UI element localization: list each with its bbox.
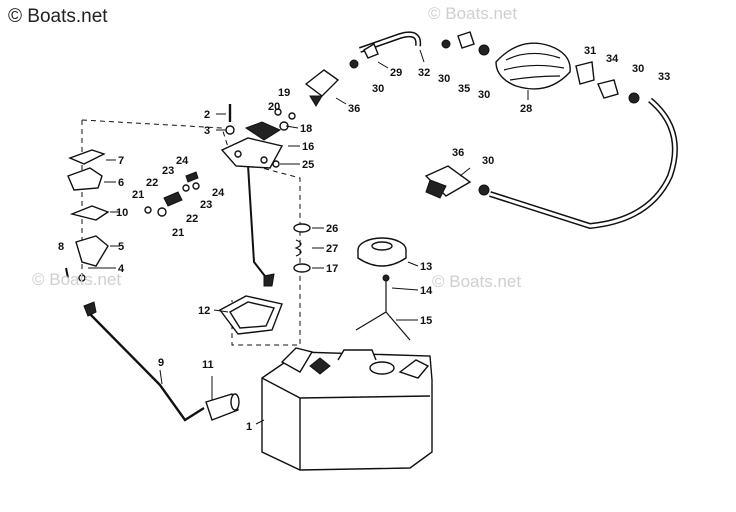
part-6 (67, 167, 103, 191)
callout: 24 (212, 187, 225, 199)
callout: 26 (326, 223, 338, 235)
part-31 (575, 61, 595, 85)
callout: 30 (632, 63, 644, 75)
callout: 1 (246, 421, 252, 433)
callout: 31 (584, 45, 596, 57)
callout: 15 (420, 315, 432, 327)
callout: 33 (658, 71, 670, 83)
part-23 (185, 171, 199, 183)
callout: 30 (438, 73, 450, 85)
part-29 (363, 42, 379, 59)
callout: 10 (116, 207, 128, 219)
spring (294, 239, 302, 257)
callout: 21 (172, 227, 184, 239)
clamp-30 (349, 59, 359, 69)
part-21 (144, 206, 152, 214)
callout: 27 (326, 243, 338, 255)
chain-link (382, 274, 390, 282)
clamp-30 (628, 92, 640, 104)
callout: 2 (204, 109, 210, 121)
part-22 (163, 191, 183, 207)
callout: 17 (326, 263, 338, 275)
leader-lines (88, 49, 529, 425)
callout: 30 (478, 89, 490, 101)
clamp-30 (478, 44, 490, 56)
part-8 (65, 267, 69, 279)
watermark-faint: © Boats.net (432, 272, 522, 291)
callout: 11 (202, 359, 214, 371)
callout: 25 (302, 159, 314, 171)
callout: 14 (420, 285, 433, 297)
watermark-faint: © Boats.net (428, 4, 518, 23)
gauge-float (263, 273, 275, 287)
tank-cap (357, 237, 407, 267)
part-4 (78, 274, 86, 282)
watermark-logo: © Boats.net (8, 6, 108, 27)
callout: 30 (372, 83, 384, 95)
gasket-inner (229, 301, 275, 329)
primer-bulb (495, 42, 571, 90)
part-7 (68, 149, 106, 165)
callout: 6 (118, 177, 124, 189)
pickup-tube (87, 311, 205, 422)
connector-lower (424, 165, 472, 199)
gauge-plate (220, 121, 284, 169)
callout: 23 (200, 199, 212, 211)
callout: 8 (58, 241, 64, 253)
callout: 34 (606, 53, 619, 65)
callout: 32 (418, 67, 430, 79)
part-24 (192, 182, 200, 190)
callout: 22 (146, 177, 158, 189)
fuel-filter (205, 393, 240, 421)
part-25 (272, 160, 280, 168)
callout: 18 (300, 123, 312, 135)
part-26 (293, 223, 311, 233)
callout: 24 (176, 155, 189, 167)
callout: 13 (420, 261, 432, 273)
callout: 9 (158, 357, 164, 369)
callout: 19 (278, 87, 290, 99)
part-34 (597, 79, 619, 99)
callout: 23 (162, 165, 174, 177)
callout: 36 (452, 147, 464, 159)
callout: 7 (118, 155, 124, 167)
clamp-30 (441, 39, 451, 49)
hose-32-inner (359, 32, 420, 52)
callout: 36 (348, 103, 360, 115)
part-20 (274, 108, 282, 116)
part-23 (182, 184, 190, 192)
callout: 4 (118, 263, 125, 275)
part-19 (288, 112, 296, 120)
part-35 (457, 31, 475, 49)
part-10 (69, 205, 110, 221)
callout: 16 (302, 141, 314, 153)
callout: 28 (520, 103, 532, 115)
part-21 (157, 207, 167, 217)
callout: 3 (204, 125, 210, 137)
watermark-faint: © Boats.net (32, 270, 122, 289)
callout: 30 (482, 155, 494, 167)
pickup-tube-end (83, 301, 97, 317)
callout: 29 (390, 67, 402, 79)
part-17 (293, 263, 311, 273)
washer (225, 125, 235, 135)
callout: 5 (118, 241, 124, 253)
gauge-rod (247, 164, 269, 281)
callout: 21 (132, 189, 144, 201)
callout: 20 (268, 101, 280, 113)
fuel-tank (261, 347, 433, 471)
cap-chain (355, 280, 411, 341)
guide-dashed-line (81, 119, 301, 346)
callout: 22 (186, 213, 198, 225)
part-5 (75, 235, 109, 267)
callout: 35 (458, 83, 470, 95)
callout-labels: 1 2 3 4 5 6 7 8 9 10 11 12 13 14 15 16 1… (58, 45, 670, 433)
connector-top (304, 69, 340, 107)
hose-33-inner (489, 98, 677, 228)
clamp-30 (478, 184, 490, 196)
callout: 12 (198, 305, 210, 317)
